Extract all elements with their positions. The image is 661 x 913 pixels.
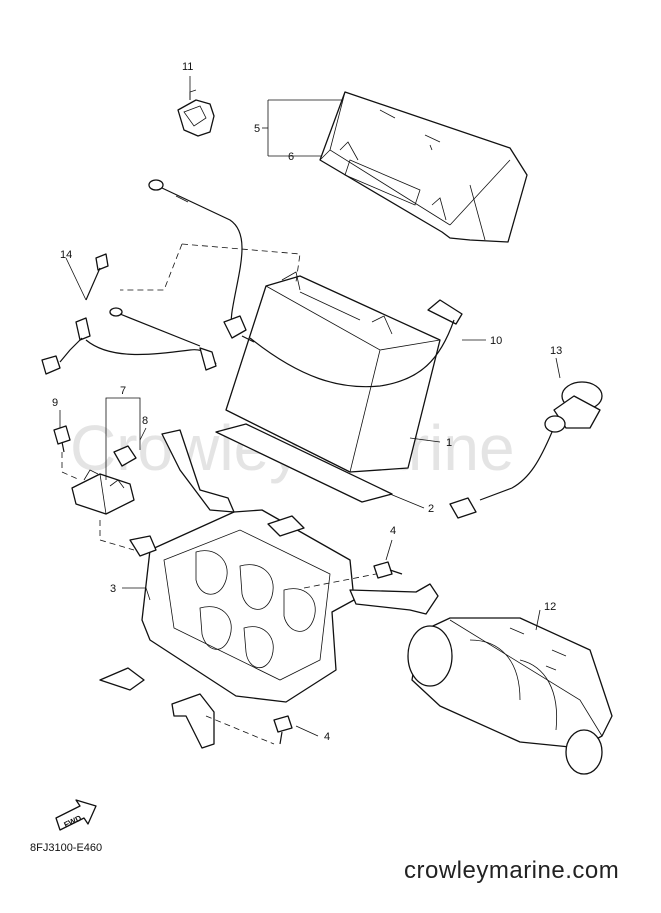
callout-14: 14: [60, 249, 72, 261]
callout-2: 2: [428, 503, 434, 515]
site-name: crowleymarine.com: [404, 857, 620, 884]
callout-13: 13: [550, 345, 562, 357]
upper-cable: [148, 179, 247, 339]
part-2-pad: [215, 423, 393, 503]
part-1-battery: [225, 271, 441, 473]
leader-lines: [59, 76, 561, 745]
part-5-battery-cover: [319, 91, 528, 243]
callout-4-upper: 4: [390, 525, 396, 537]
callout-12: 12: [544, 601, 556, 613]
diagram-code: 8FJ3100-E460: [30, 842, 103, 854]
part-9-bolt: [53, 425, 71, 453]
callout-4-lower: 4: [324, 731, 330, 743]
callout-8: 8: [142, 415, 148, 427]
callout-5: 5: [254, 123, 260, 135]
part-4-bolt-lower: [273, 715, 293, 745]
callout-1: 1: [446, 437, 452, 449]
part-14-harness: [41, 253, 217, 375]
part-3-tray: [99, 429, 439, 749]
callout-7: 7: [120, 385, 126, 397]
callout-6: 6: [288, 151, 294, 163]
part-4-bolt-upper: [373, 561, 403, 579]
part-8-fuse: [113, 445, 137, 467]
callout-3: 3: [110, 583, 116, 595]
part-13-socket: [449, 381, 603, 519]
part-12-sleeve: [407, 617, 613, 775]
fwd-arrow-icon: FWD: [55, 799, 97, 831]
part-11-clip: [177, 89, 215, 137]
callout-11: 11: [182, 61, 193, 73]
callout-10: 10: [490, 335, 502, 347]
part-7-relay: [71, 469, 135, 515]
part-10-cable: [241, 299, 463, 388]
callout-9: 9: [52, 397, 58, 409]
